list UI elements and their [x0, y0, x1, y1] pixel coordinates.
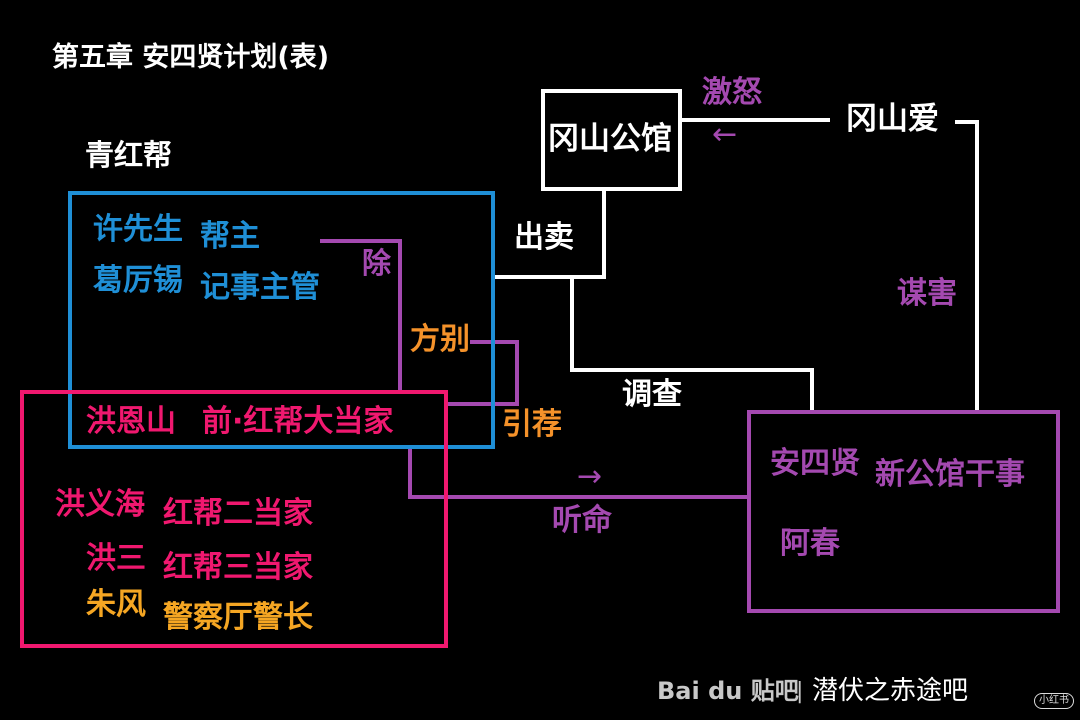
node-gangshan-ai: 冈山爱	[846, 101, 939, 137]
member-name-ansixian: 安四贤	[770, 446, 860, 481]
member-role-xu: 帮主	[200, 219, 260, 254]
relation-fangbie: 方别	[410, 322, 470, 357]
member-role-hongenshan: 前·红帮大当家	[202, 404, 394, 439]
member-role-ge: 记事主管	[200, 270, 320, 305]
member-role-hongsan: 红帮三当家	[163, 550, 313, 585]
member-name-hongyihai: 洪义海	[55, 487, 145, 522]
line-mouhai	[955, 120, 979, 411]
member-role-ansixian: 新公馆干事	[875, 457, 1025, 492]
member-name-achun: 阿春	[780, 526, 840, 561]
member-name-ge: 葛厉锡	[93, 263, 183, 298]
watermark-logo: Bai du 贴吧	[657, 677, 799, 705]
relation-chumai: 出卖	[514, 220, 574, 255]
line-tingming	[408, 449, 748, 499]
member-name-zhufeng: 朱风	[86, 587, 146, 622]
box-an	[747, 410, 1060, 613]
member-role-zhufeng: 警察厅警长	[163, 600, 313, 635]
member-name-hongsan: 洪三	[86, 541, 146, 576]
member-role-hongyihai: 红帮二当家	[163, 496, 313, 531]
node-gangshan-guan: 冈山公馆	[548, 121, 672, 157]
box-qinghong	[68, 191, 495, 449]
relation-yinjian: 引荐	[502, 407, 562, 442]
arrow-left-jinu: ←	[712, 117, 738, 152]
relation-tingming: 听命	[552, 503, 612, 538]
group-label-qinghong: 青红帮	[85, 138, 173, 172]
member-name-xu: 许先生	[93, 212, 183, 247]
line-chumai	[494, 190, 606, 279]
member-name-hongenshan: 洪恩山	[86, 404, 176, 439]
watermark-separator: |	[796, 679, 804, 704]
arrow-right-tingming: →	[577, 459, 603, 494]
relation-mouhai: 谋害	[897, 276, 957, 311]
watermark-badge: 小红书	[1034, 693, 1074, 709]
relation-diaocha: 调查	[622, 377, 682, 412]
watermark-forum: 潜伏之赤途吧	[812, 676, 969, 706]
page-title: 第五章 安四贤计划(表)	[52, 42, 330, 73]
box-gangshan-guan	[541, 89, 682, 191]
line-diaocha	[570, 279, 814, 411]
line-chu	[320, 239, 402, 390]
box-hong	[20, 390, 448, 648]
relation-chu: 除	[362, 246, 392, 280]
relation-jinu: 激怒	[702, 75, 762, 110]
